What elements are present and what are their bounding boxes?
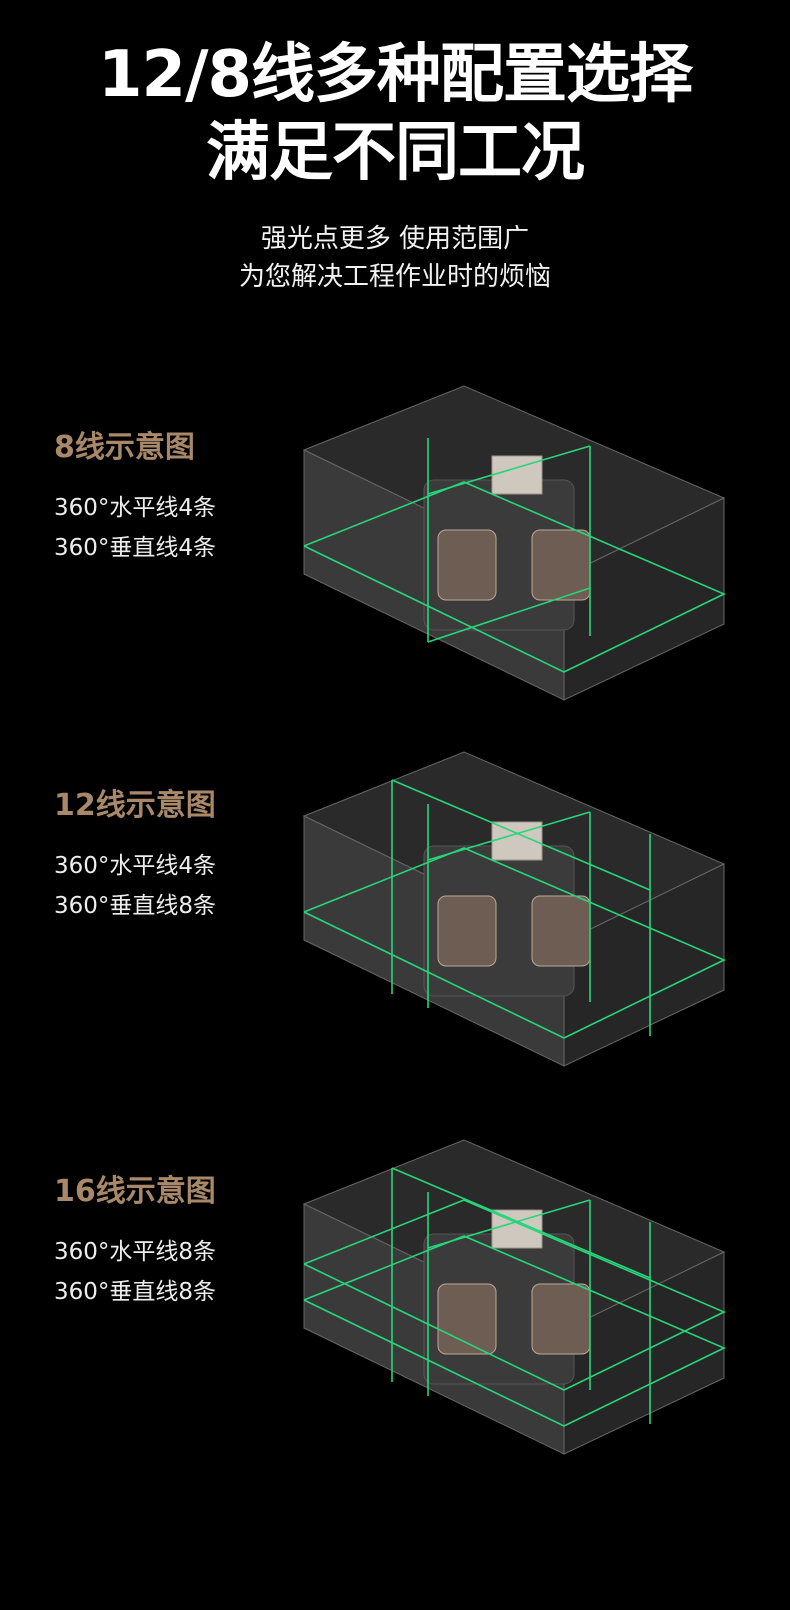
page-subtitle-line1: 强光点更多 使用范围广 [260, 224, 530, 254]
diagram-16-spec-horizontal: 360°水平线8条 [54, 1239, 217, 1265]
diagram-16-spec-vertical: 360°垂直线8条 [54, 1279, 217, 1305]
diagram-8-heading: 8线示意图 [54, 430, 195, 465]
laser-lines [303, 438, 726, 673]
laser-lines [303, 779, 726, 1039]
diagram-16-heading: 16线示意图 [54, 1174, 216, 1209]
diagram-12-illustration [302, 751, 726, 1067]
laser-device [423, 1209, 591, 1385]
laser-device [423, 821, 591, 997]
diagram-8-spec-vertical: 360°垂直线4条 [54, 535, 217, 561]
laser-device [423, 455, 591, 631]
diagram-8-illustration [302, 385, 726, 701]
laser-lines [303, 1167, 726, 1427]
diagram-8-spec-horizontal: 360°水平线4条 [54, 495, 217, 521]
page-title-line1: 12/8线多种配置选择 [98, 38, 693, 112]
diagram-16-illustration [302, 1139, 726, 1455]
page-title-line2: 满足不同工况 [206, 116, 585, 190]
diagram-12-spec-horizontal: 360°水平线4条 [54, 853, 217, 879]
diagram-12-spec-vertical: 360°垂直线8条 [54, 893, 217, 919]
diagram-12-heading: 12线示意图 [54, 788, 216, 823]
page-subtitle-line2: 为您解决工程作业时的烦恼 [238, 262, 551, 292]
